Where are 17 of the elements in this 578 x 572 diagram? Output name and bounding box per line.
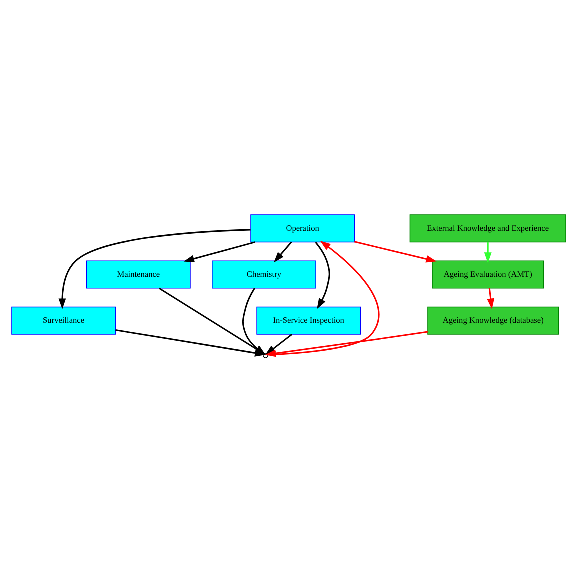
arrow (315, 241, 330, 309)
node-box: Surveillance (12, 306, 116, 334)
node-box: Maintenance (86, 260, 191, 288)
node-box: Chemistry (212, 260, 316, 288)
node-box: Ageing Evaluation (AMT) (432, 260, 544, 288)
node-box: Operation (250, 214, 355, 242)
node-box: Ageing Knowledge (database) (428, 306, 560, 334)
node-box: External Knowledge and Experience (410, 214, 566, 242)
arrow (274, 241, 292, 262)
arrow (487, 288, 495, 309)
arrow (268, 240, 380, 356)
arrow (184, 241, 256, 262)
arrow (354, 240, 437, 262)
node-circle (263, 352, 268, 358)
arrow (484, 242, 492, 263)
node-box: In-Service Inspection (256, 306, 362, 334)
arrow (58, 228, 251, 309)
